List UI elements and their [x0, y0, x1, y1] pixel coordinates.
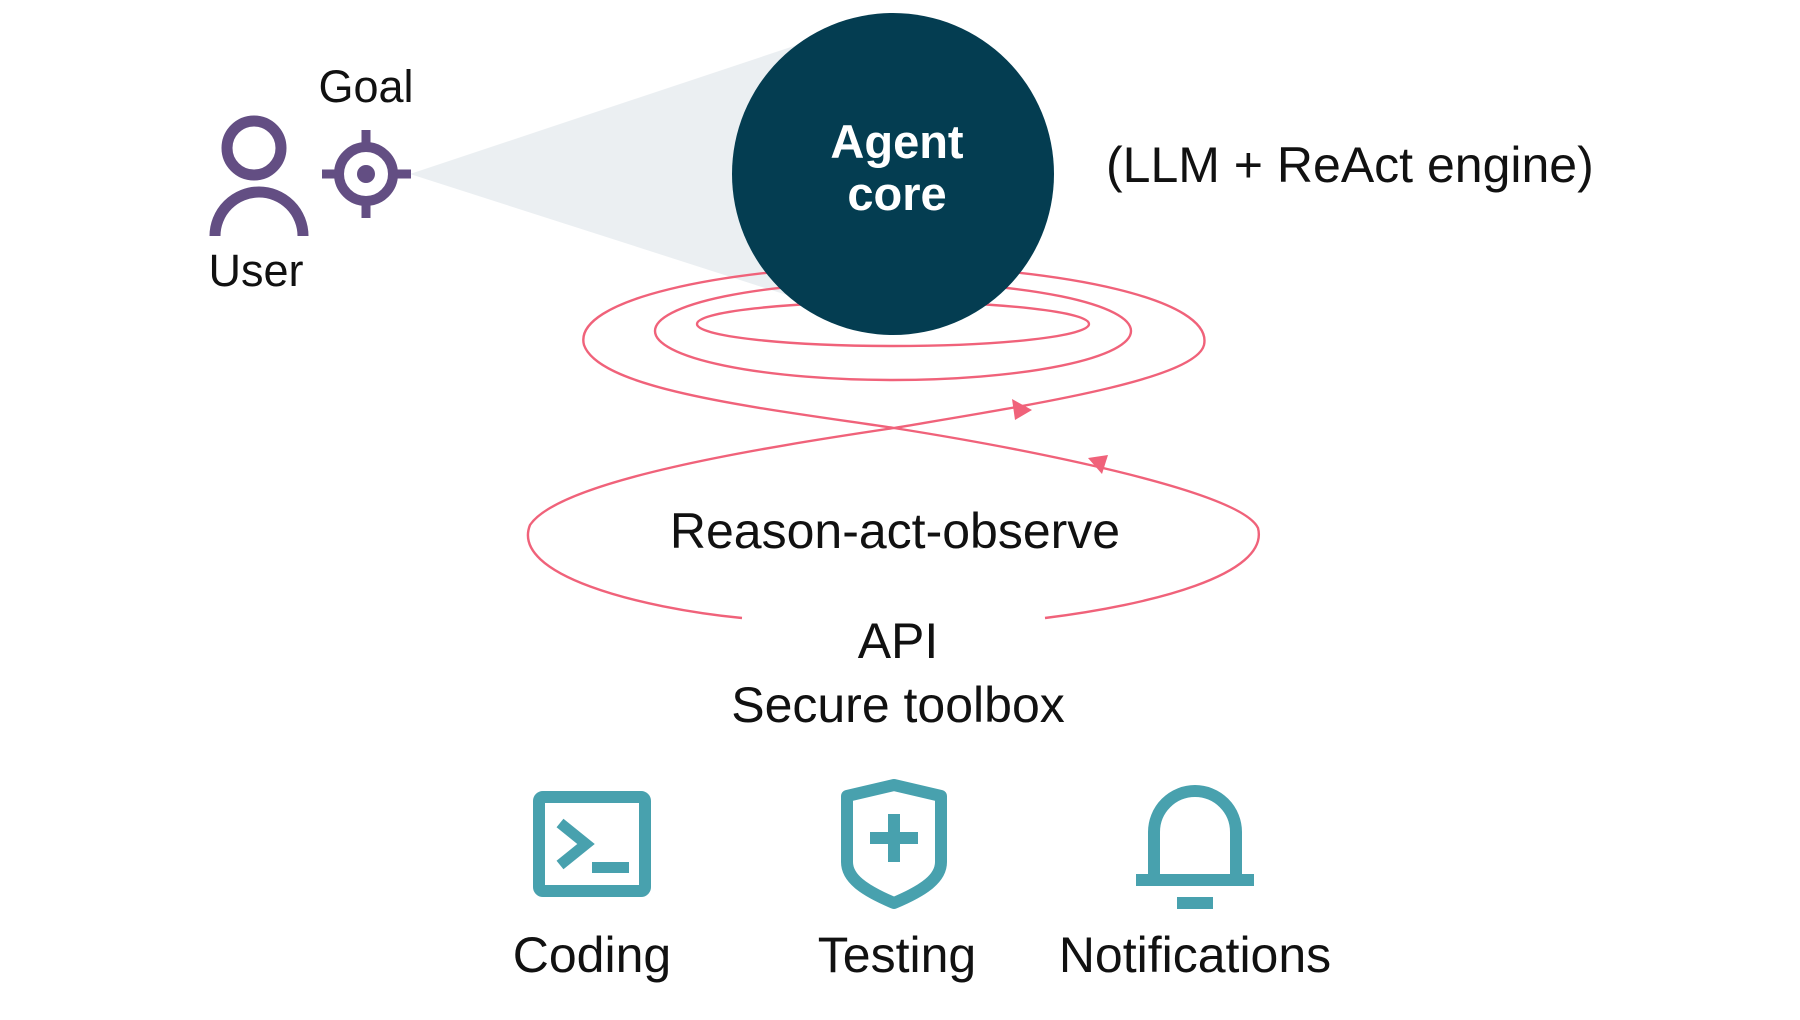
- api-label: API: [858, 613, 939, 669]
- loop-label: Reason-act-observe: [670, 503, 1120, 559]
- tool-coding-label: Coding: [513, 927, 671, 983]
- shield-plus-icon: [841, 779, 947, 909]
- person-icon: [209, 115, 309, 237]
- tool-notifications-label: Notifications: [1059, 927, 1331, 983]
- loop-arrow-up-right: [1012, 399, 1032, 420]
- agent-core-circle[interactable]: [732, 13, 1054, 335]
- agent-core-caption: (LLM + ReAct engine): [1106, 137, 1594, 193]
- tool-testing-label: Testing: [818, 927, 976, 983]
- terminal-icon: [533, 791, 651, 897]
- loop-lower-left: [526, 426, 895, 620]
- target-icon: [322, 130, 411, 218]
- agent-core-title-line1: Agent: [830, 115, 964, 168]
- tool-testing[interactable]: Testing: [818, 779, 976, 983]
- loop-lower-right: [893, 426, 1260, 620]
- goal-label: Goal: [318, 61, 413, 112]
- tool-notifications[interactable]: Notifications: [1059, 785, 1331, 983]
- agent-core-title-line2: core: [847, 167, 946, 220]
- loop-arrow-left: [1088, 455, 1108, 474]
- tool-coding[interactable]: Coding: [513, 791, 671, 983]
- secure-toolbox-label: Secure toolbox: [731, 677, 1065, 733]
- bell-icon: [1136, 785, 1254, 909]
- user-label: User: [208, 245, 303, 296]
- goal-to-core-cone: [410, 44, 800, 296]
